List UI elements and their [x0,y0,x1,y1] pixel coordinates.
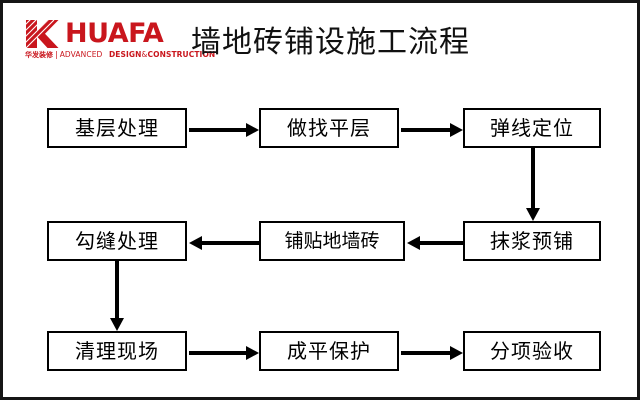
arrow-protection-to-acceptance [401,346,463,360]
flow-node-mortar-prelay[interactable]: 抹浆预铺 [463,221,601,261]
flow-node-item-acceptance[interactable]: 分项验收 [463,331,601,371]
huafa-logo: HUAFA 华发装修 | ADVANCED DESIGN & CONSTRUCT… [25,19,215,60]
flow-node-base-treatment[interactable]: 基层处理 [47,108,187,148]
arrow-grouting-to-cleanup [110,261,124,331]
arrow-layout-to-mortar [526,148,540,221]
arrow-level-to-layout [401,123,463,137]
logo-subtitle-advanced: ADVANCED [59,50,103,59]
logo-wordmark: HUAFA [65,18,164,49]
arrow-mortar-to-tiling [407,236,463,250]
flow-node-level-protection[interactable]: 成平保护 [259,331,399,371]
flow-node-grouting[interactable]: 勾缝处理 [47,221,187,261]
flow-node-leveling-layer[interactable]: 做找平层 [259,108,399,148]
logo-subtitle-construction: CONSTRUCTION [147,50,216,59]
logo-subtitle: 华发装修 | ADVANCED DESIGN & CONSTRUCTION [25,50,215,60]
slide-header: HUAFA 华发装修 | ADVANCED DESIGN & CONSTRUCT… [3,3,637,81]
huafa-k-mark-icon [26,20,59,48]
flowchart: 基层处理 做找平层 弹线定位 勾缝处理 铺贴地墙砖 抹浆预铺 [3,81,637,397]
arrow-base-to-level [189,123,259,137]
flow-node-site-cleanup[interactable]: 清理现场 [47,331,187,371]
logo-subtitle-cn: 华发装修 [25,51,53,59]
logo-subtitle-amp: & [141,50,148,59]
flow-node-tile-laying[interactable]: 铺贴地墙砖 [259,221,405,261]
arrow-cleanup-to-protection [189,346,259,360]
flow-node-line-marking[interactable]: 弹线定位 [463,108,601,148]
arrow-tiling-to-grouting [189,236,259,250]
logo-subtitle-divider: | [55,50,58,59]
logo-top-row: HUAFA [25,19,215,49]
page-title: 墙地砖铺设施工流程 [191,25,470,60]
logo-subtitle-design: DESIGN [108,50,142,59]
